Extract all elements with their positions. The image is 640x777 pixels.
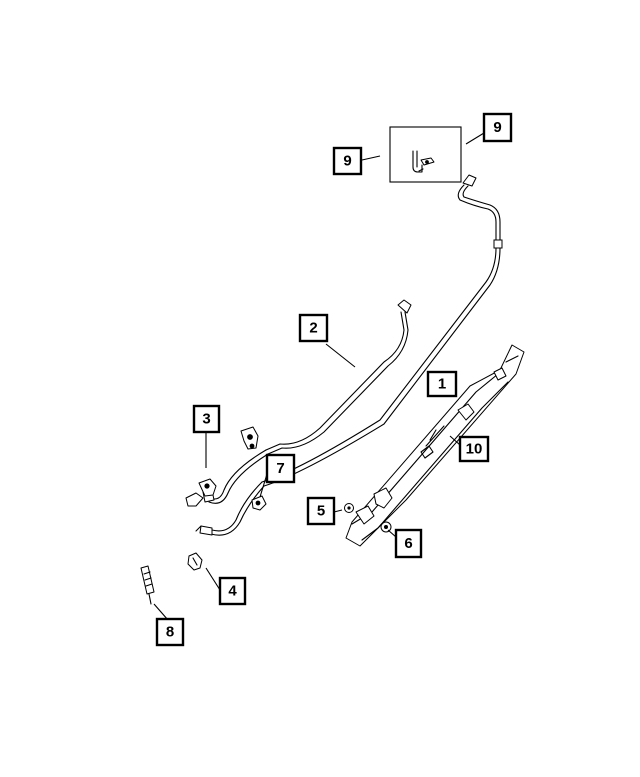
connector-8 [140, 565, 155, 605]
line-clip-detail [412, 150, 435, 173]
callout-10: 10 [458, 435, 490, 463]
callout-2-label: 2 [309, 320, 317, 337]
brake-tube-long [195, 174, 503, 536]
tube-clip-lower [198, 478, 217, 497]
callout-2: 2 [298, 313, 329, 343]
callout-10-label: 10 [466, 441, 483, 458]
callout-9-left-label: 9 [343, 153, 351, 170]
nut-6 [380, 521, 392, 533]
callout-7-label: 7 [276, 460, 284, 477]
callout-1-label: 1 [438, 376, 446, 393]
callout-4-label: 4 [228, 583, 237, 600]
detail-inset-box [389, 126, 462, 183]
callout-5: 5 [306, 496, 336, 526]
callout-3-label: 3 [202, 411, 210, 428]
callout-9-left: 9 [332, 146, 363, 176]
callout-3: 3 [192, 404, 221, 434]
nut-5 [344, 503, 354, 513]
callout-4: 4 [218, 576, 247, 606]
retainer-4 [187, 552, 203, 571]
callout-9-right-label: 9 [493, 119, 501, 136]
callout-8: 8 [155, 617, 185, 647]
callout-1: 1 [426, 370, 458, 398]
callout-5-label: 5 [317, 503, 325, 520]
callout-7: 7 [265, 453, 296, 484]
brake-tube-short [185, 299, 412, 507]
callout-9-right: 9 [482, 112, 513, 143]
callout-6: 6 [394, 528, 423, 559]
callout-8-label: 8 [166, 624, 174, 641]
callout-6-label: 6 [404, 535, 412, 552]
tube-clip-upper [240, 426, 259, 450]
heat-shield-10 [345, 344, 525, 547]
